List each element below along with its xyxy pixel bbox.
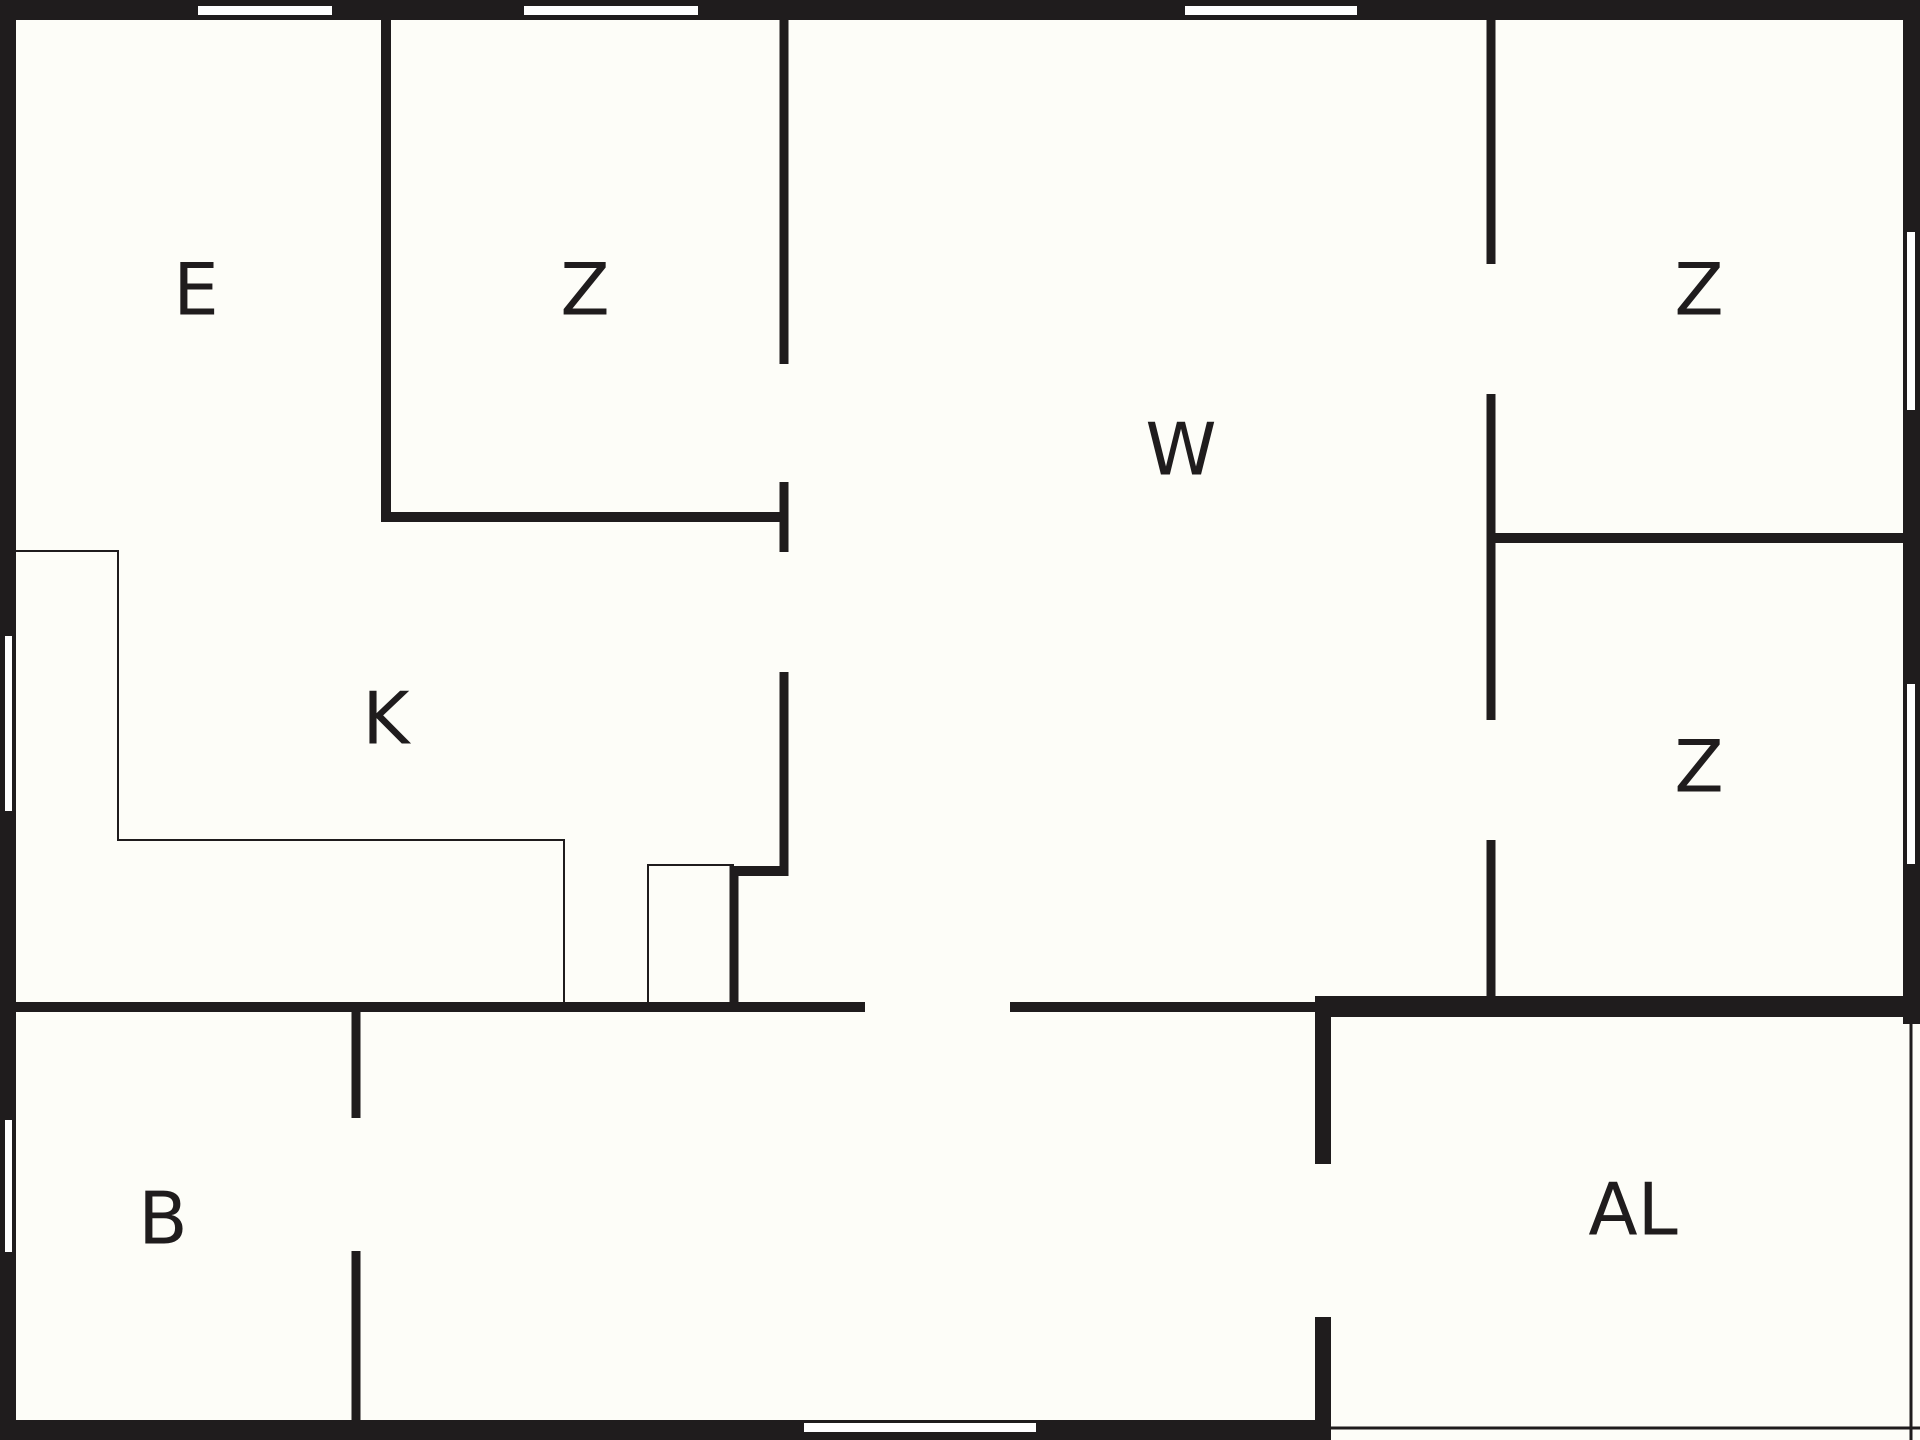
window-left-2 [5,1120,12,1252]
room-label-e: E [173,248,219,332]
balcony-walls [1315,996,1920,1440]
cabinet-outline [647,864,734,1002]
room-label-al: AL [1588,1168,1677,1252]
windows [5,6,1915,1432]
balcony-left-wall-lower [1315,1317,1331,1440]
window-left-1 [5,636,12,811]
room-labels: E Z W Z K Z B AL [138,248,1723,1261]
wall-right [1903,0,1920,1024]
room-label-z-top-left: Z [560,248,609,332]
balcony-left-wall-upper [1315,996,1331,1164]
window-bottom [804,1423,1036,1432]
balcony-top-wall [1315,996,1920,1017]
wall-top [0,0,1920,20]
room-label-k: K [362,677,411,761]
window-top-3 [1185,6,1357,15]
room-label-z-right: Z [1674,725,1723,809]
kitchen-counters [16,550,734,1002]
window-top-1 [198,6,332,15]
interior-walls [16,20,1903,1420]
wall-bottom [0,1420,1330,1440]
room-label-b: B [138,1177,187,1261]
window-right-1 [1907,232,1915,410]
counter-outline [16,550,565,1002]
window-right-2 [1907,684,1915,864]
room-label-w: W [1145,408,1216,492]
window-top-2 [524,6,698,15]
room-label-z-top-right: Z [1674,248,1723,332]
